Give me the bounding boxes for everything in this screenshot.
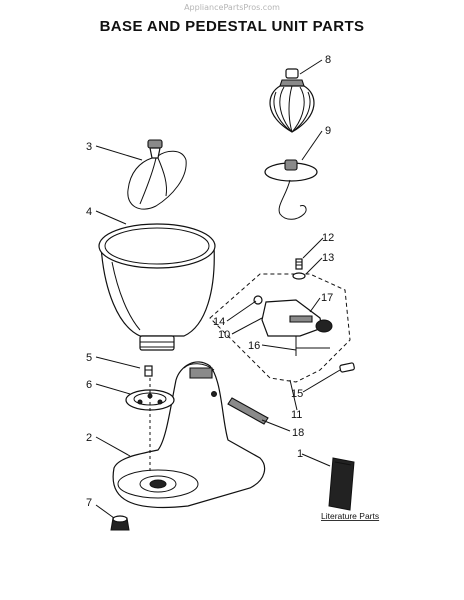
literature-label: Literature Parts: [321, 511, 379, 521]
callout-8: 8: [325, 54, 331, 66]
leader-lines: [95, 59, 341, 519]
part-hinge-bracket[interactable]: [253, 295, 333, 337]
page-title: BASE AND PEDESTAL UNIT PARTS: [99, 18, 365, 35]
callout-2: 2: [86, 432, 92, 444]
hinge-assembly-outline: [209, 273, 351, 383]
watermark: AppliancePartsPros.com: [184, 3, 280, 12]
part-rod-18[interactable]: [227, 397, 269, 425]
callout-16: 16: [248, 340, 260, 352]
callout-18: 18: [292, 427, 304, 439]
callout-4: 4: [86, 206, 92, 218]
part-screw-5[interactable]: [144, 365, 153, 377]
callout-7: 7: [86, 497, 92, 509]
callout-14: 14: [213, 316, 225, 328]
callout-10: 10: [218, 329, 230, 341]
part-literature[interactable]: [328, 457, 355, 511]
part-dough-hook[interactable]: [264, 159, 318, 220]
callout-13: 13: [322, 252, 334, 264]
callout-1: 1: [297, 448, 303, 460]
part-foot[interactable]: [110, 515, 130, 531]
part-washer-13[interactable]: [292, 272, 306, 280]
callout-15: 15: [291, 388, 303, 400]
part-flat-beater[interactable]: [127, 139, 187, 210]
part-hinge-pin-15[interactable]: [339, 362, 355, 373]
callout-5: 5: [86, 352, 92, 364]
part-pin-16[interactable]: [295, 336, 330, 356]
callout-9: 9: [325, 125, 331, 137]
part-bowl[interactable]: [98, 223, 216, 351]
callout-6: 6: [86, 379, 92, 391]
callout-11: 11: [291, 409, 302, 421]
callout-17: 17: [321, 292, 333, 304]
callout-12: 12: [322, 232, 334, 244]
part-base-pedestal[interactable]: [112, 361, 266, 509]
part-screw-12[interactable]: [295, 258, 303, 270]
part-wire-whip[interactable]: [269, 68, 315, 133]
callout-3: 3: [86, 141, 92, 153]
